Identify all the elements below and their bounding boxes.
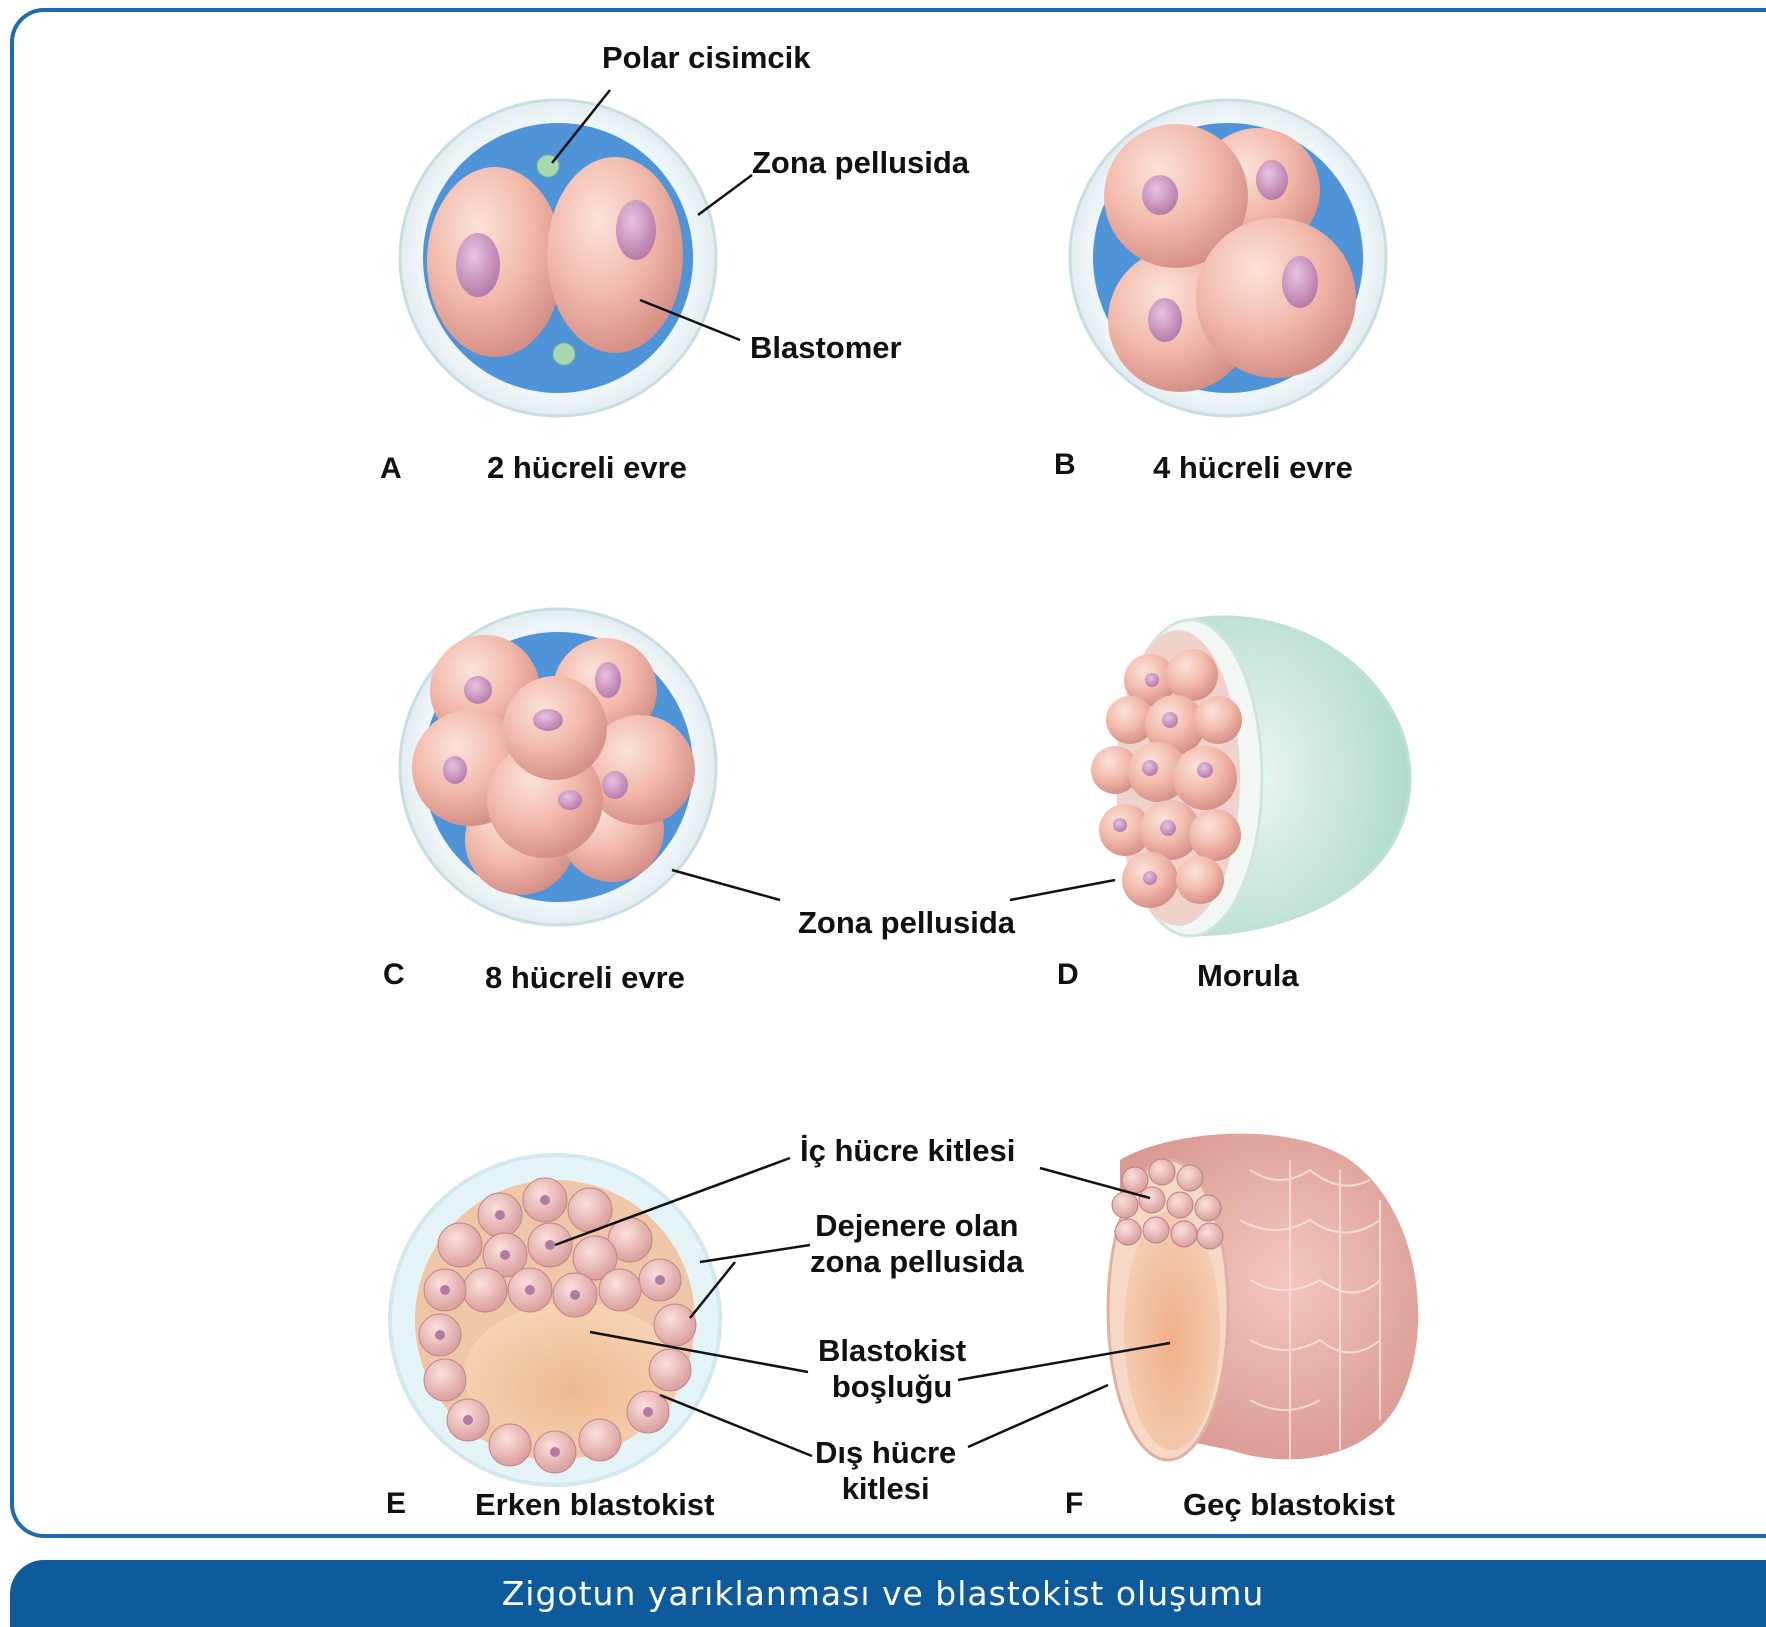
polar-body-bottom	[553, 343, 575, 365]
panel-letter-d: D	[1057, 958, 1079, 992]
panel-letter-e: E	[386, 1487, 406, 1521]
stage-a-illustration	[400, 100, 716, 416]
panel-title-b: 4 hücreli evre	[1153, 450, 1353, 486]
panel-title-c: 8 hücreli evre	[485, 960, 685, 996]
stage-b-illustration	[1070, 100, 1386, 416]
stage-e-illustration	[390, 1155, 720, 1485]
blastomere-right	[547, 157, 683, 353]
label-zona-pellusida-a: Zona pellusida	[752, 145, 969, 181]
label-blastomer: Blastomer	[750, 330, 902, 366]
stage-c-illustration	[400, 609, 716, 925]
panel-letter-f: F	[1065, 1487, 1083, 1521]
panel-title-f: Geç blastokist	[1183, 1487, 1395, 1523]
label-degenerating-zona: Dejenere olan zona pellusida	[810, 1208, 1024, 1279]
panel-title-e: Erken blastokist	[475, 1487, 714, 1523]
panel-title-a: 2 hücreli evre	[487, 450, 687, 486]
figure-caption: Zigotun yarıklanması ve blastokist oluşu…	[0, 1560, 1766, 1627]
label-outer-cell-mass: Dış hücre kitlesi	[815, 1435, 956, 1506]
label-polar-body: Polar cisimcik	[602, 40, 811, 76]
panel-letter-c: C	[383, 958, 405, 992]
stage-f-illustration	[1108, 1134, 1418, 1460]
label-inner-cell-mass: İç hücre kitlesi	[800, 1133, 1015, 1169]
panel-letter-b: B	[1054, 448, 1076, 482]
panel-letter-a: A	[380, 452, 402, 486]
panel-title-d: Morula	[1197, 958, 1299, 994]
label-blastocyst-cavity: Blastokist boşluğu	[818, 1333, 966, 1404]
stage-d-illustration	[1091, 617, 1410, 936]
label-zona-pellusida-cd: Zona pellusida	[798, 905, 1015, 941]
